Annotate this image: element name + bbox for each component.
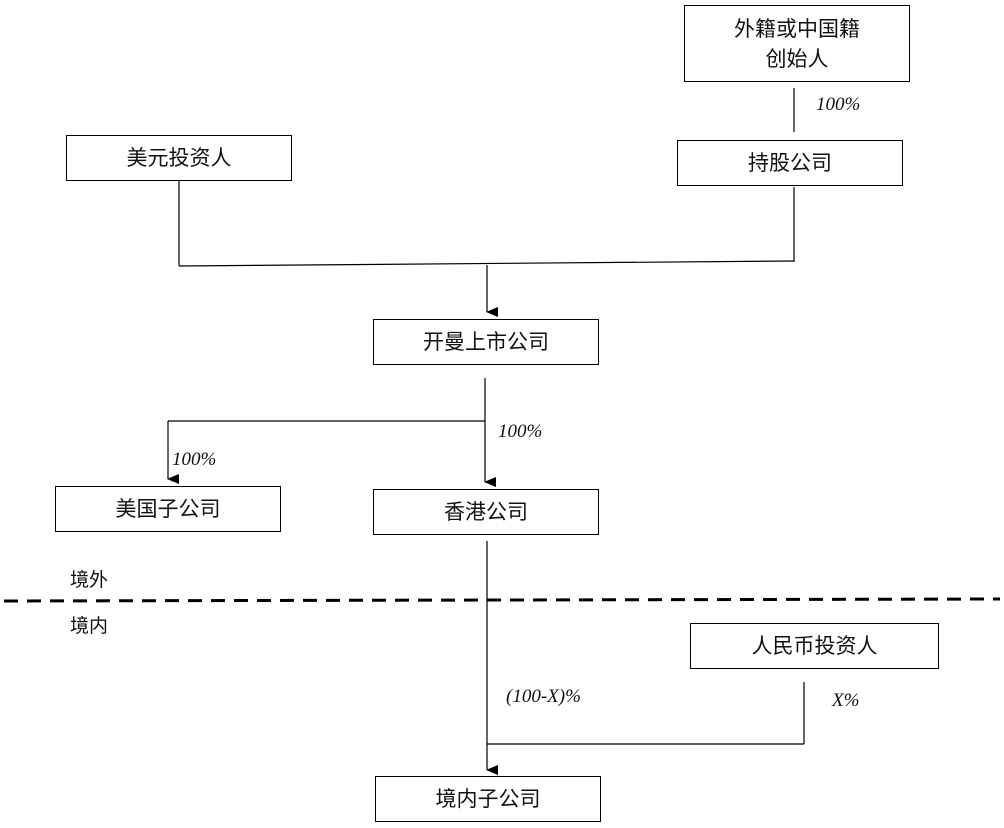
node-foreign-founder-line2: 创始人 <box>765 46 829 71</box>
node-foreign-founder: 外籍或中国籍 创始人 <box>684 5 910 82</box>
pct-founder-to-holding: 100% <box>816 94 861 115</box>
pct-cayman-to-hk: 100% <box>498 421 543 442</box>
node-hk-company: 香港公司 <box>373 489 599 535</box>
node-us-subsidiary: 美国子公司 <box>55 486 281 532</box>
node-foreign-founder-line1: 外籍或中国籍 <box>734 16 860 41</box>
node-hk-company-label: 香港公司 <box>444 500 528 524</box>
zone-label-offshore: 境外 <box>70 569 109 591</box>
node-domestic-subsidiary: 境内子公司 <box>375 776 601 822</box>
node-usd-investor: 美元投资人 <box>66 135 292 181</box>
node-cayman-listed-label: 开曼上市公司 <box>423 330 549 354</box>
node-cayman-listed: 开曼上市公司 <box>373 319 599 365</box>
connector-merge-line <box>178 260 795 267</box>
node-us-subsidiary-label: 美国子公司 <box>115 497 221 521</box>
node-usd-investor-label: 美元投资人 <box>126 146 232 170</box>
node-rmb-investor: 人民币投资人 <box>690 623 939 669</box>
node-domestic-subsidiary-label: 境内子公司 <box>435 787 541 811</box>
zone-label-onshore: 境内 <box>70 615 109 637</box>
node-holding-company-label: 持股公司 <box>748 151 832 175</box>
offshore-onshore-boundary <box>3 597 1001 603</box>
pct-hk-to-domestic: (100-X)% <box>506 686 581 707</box>
node-holding-company: 持股公司 <box>677 140 903 186</box>
pct-cayman-to-us: 100% <box>172 449 217 470</box>
pct-rmb-to-domestic: X% <box>832 690 860 711</box>
node-rmb-investor-label: 人民币投资人 <box>751 634 878 658</box>
